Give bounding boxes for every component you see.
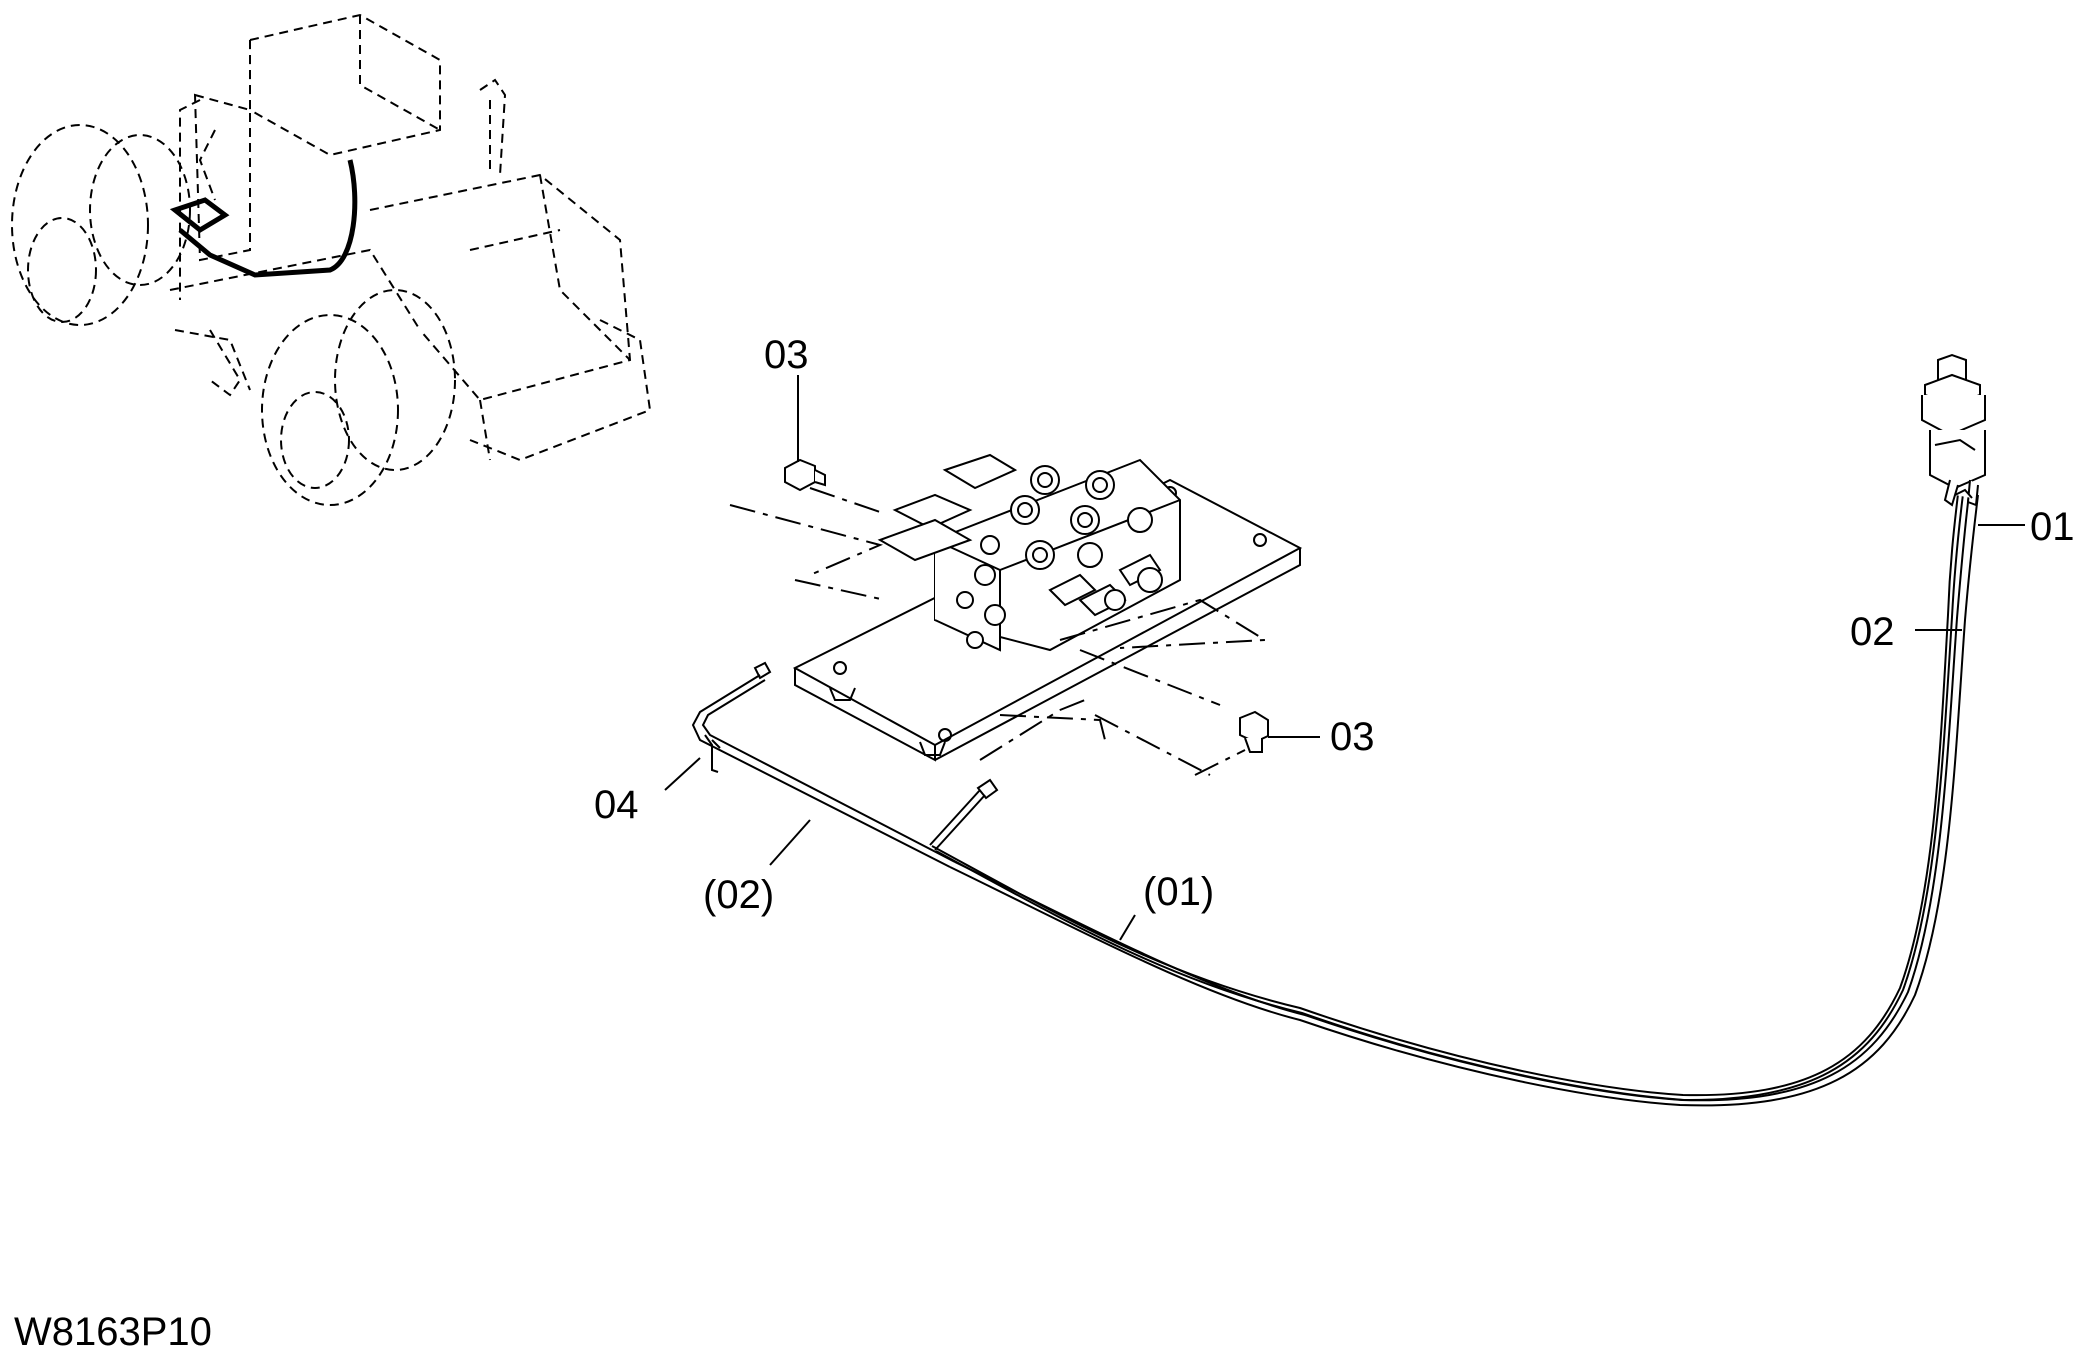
callout-04: 04 [594, 783, 639, 827]
callout-leaders [664, 375, 2025, 941]
hose-02-bent-pipe [691, 661, 956, 868]
pressure-switch-assembly [1921, 353, 1986, 507]
callout-01: 01 [2030, 505, 2075, 549]
loader-overview-illustration [11, 13, 652, 506]
callout-ref-01: (01) [1143, 870, 1214, 914]
hose-bundle-01-02 [931, 493, 1979, 1107]
assembly-leader-lines [729, 487, 1269, 776]
hose-01-short-stub [929, 778, 999, 851]
callout-03-lower: 03 [1330, 715, 1375, 759]
fitting-03-lower [1239, 710, 1269, 753]
callout-03-upper: 03 [764, 333, 809, 377]
callout-02: 02 [1850, 610, 1895, 654]
callout-ref-02: (02) [703, 873, 774, 917]
control-valve-block [877, 453, 1181, 652]
overview-hose-highlight [169, 159, 358, 278]
drawing-code: W8163P10 [14, 1310, 212, 1354]
fitting-03-upper [784, 458, 826, 492]
